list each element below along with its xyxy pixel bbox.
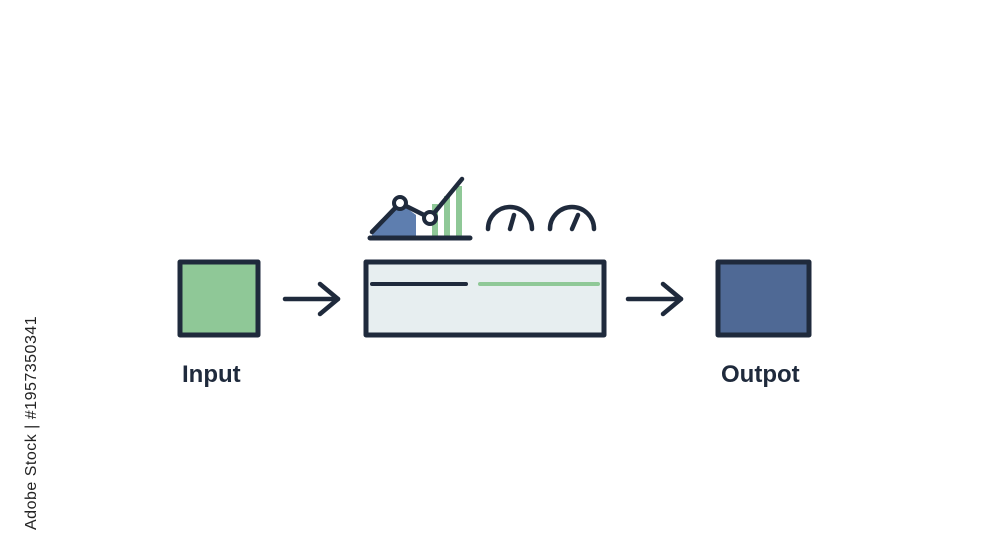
input-label: Input (182, 361, 241, 388)
process-node (363, 259, 607, 338)
gauge-icon (547, 204, 597, 232)
arrow-right-icon (282, 281, 341, 317)
line-chart-icon (367, 176, 473, 241)
input-node (177, 259, 261, 338)
stock-id-watermark: Adobe Stock | #1957350341 (23, 315, 40, 530)
gauge-icon (485, 204, 535, 232)
output-label: Outpot (721, 361, 800, 388)
arrow-right-icon (625, 281, 684, 317)
output-node (715, 259, 812, 338)
